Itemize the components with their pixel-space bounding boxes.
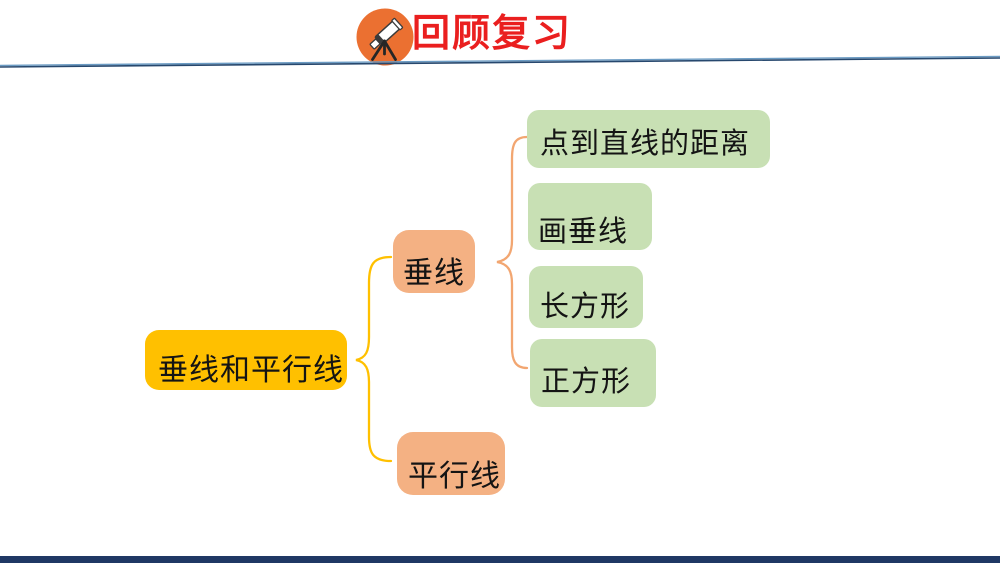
left-brace-connector [355, 255, 393, 463]
mindmap-leaf-point-line-distance: 点到直线的距离 [527, 110, 770, 168]
header-divider-line [0, 55, 1000, 68]
right-brace-connector [496, 135, 529, 370]
mindmap-branch-perpendicular: 垂线 [393, 230, 475, 293]
mindmap-root-node: 垂线和平行线 [145, 330, 347, 390]
mindmap-leaf-draw-perpendicular: 画垂线 [528, 183, 652, 250]
telescope-icon [355, 7, 415, 67]
mindmap-leaf-rectangle: 长方形 [529, 266, 643, 328]
page-title: 回顾复习 [412, 13, 573, 55]
mindmap-branch-parallel: 平行线 [397, 432, 505, 495]
mindmap-leaf-square: 正方形 [530, 339, 656, 407]
footer-bar [0, 556, 1000, 563]
